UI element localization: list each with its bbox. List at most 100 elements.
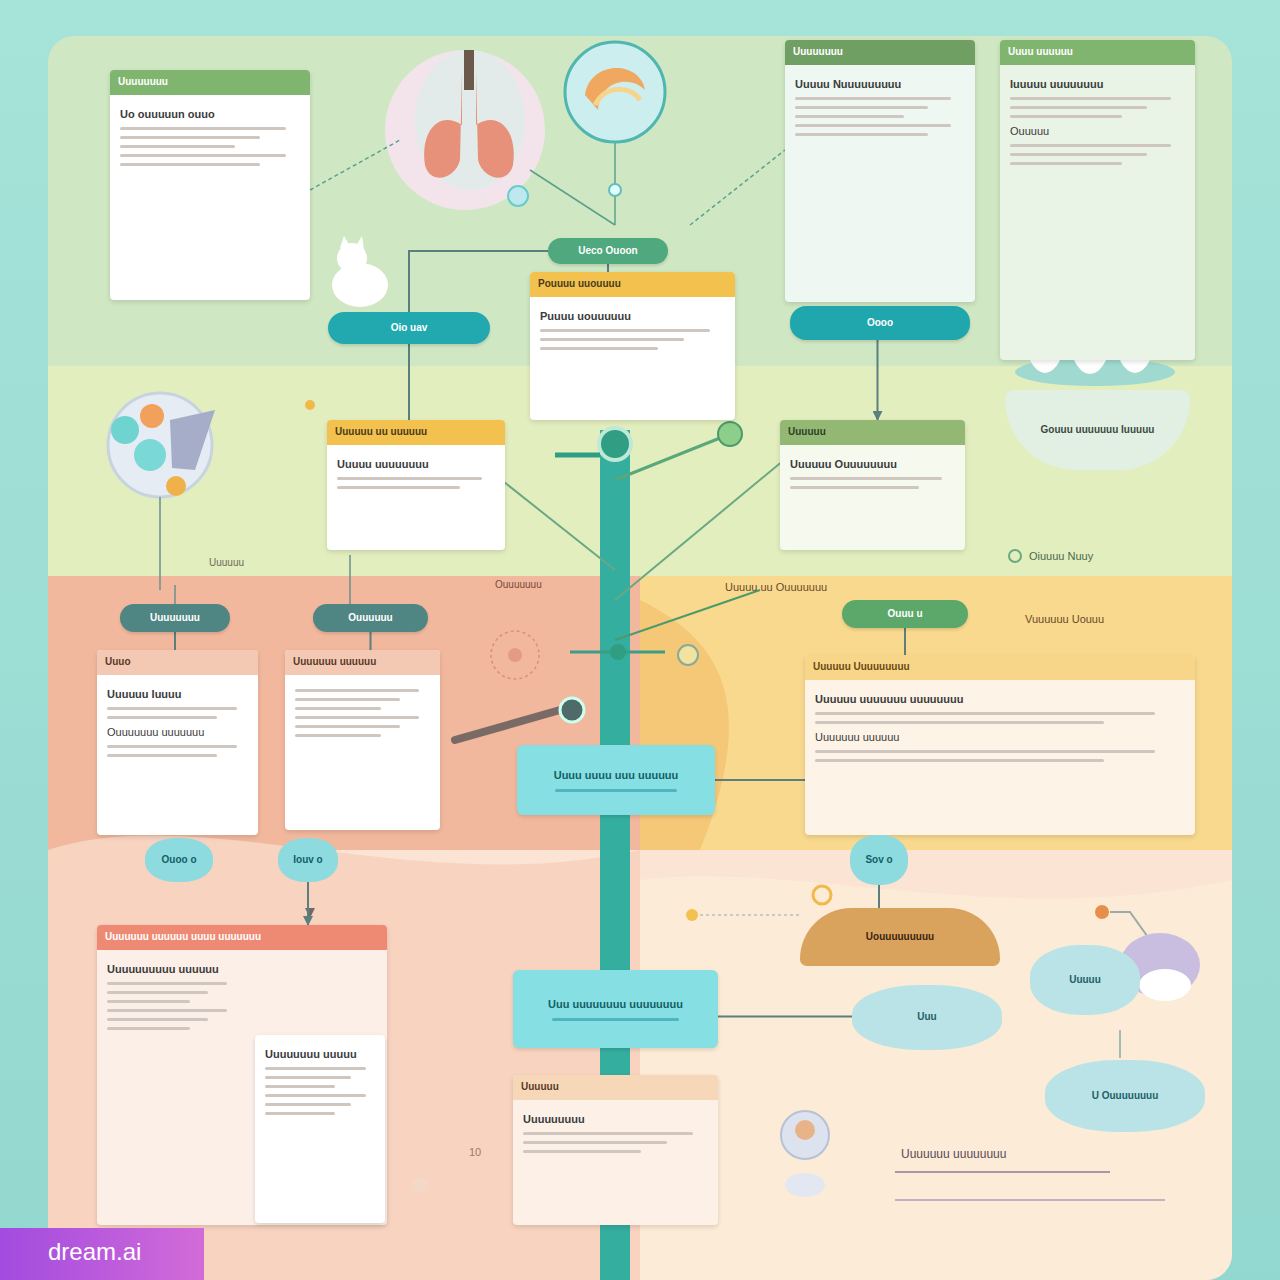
connector [408, 344, 410, 420]
text-line-deco [1010, 144, 1171, 147]
card-body: Iuuuuu uuuuuuuuOuuuuu [1000, 65, 1195, 180]
text-line-deco [337, 477, 482, 480]
text-line-deco [795, 115, 904, 118]
node-text: Uuuuu uuuuuuuu [337, 457, 495, 471]
node-text: Uuuuu [1069, 974, 1101, 987]
node-text: Ouuuuuu [348, 612, 392, 624]
text-line-deco [120, 145, 235, 148]
text-line-deco [295, 707, 381, 710]
hill-label: Uouuuuuuuuu [800, 908, 1000, 966]
info-card: Uuuuuuuu Uo ouuuuun ouuo [110, 70, 310, 300]
card-body [285, 675, 440, 751]
text-line-deco [1010, 106, 1147, 109]
connector [904, 628, 906, 655]
card-tab: Uuuuuuu uuuuuu [285, 650, 440, 675]
text-line-deco [120, 154, 286, 157]
pill-label: Oooo [790, 306, 970, 340]
text-line-deco [107, 1000, 190, 1003]
bubble-label: Iouv o [278, 838, 338, 882]
node-text: Uuuuuuuu [150, 612, 200, 624]
card-tab: Uuuuuu [780, 420, 965, 445]
info-card: Uuuuuuuu uuuuu [255, 1035, 385, 1223]
card-tab: Uuuuuu [513, 1075, 718, 1100]
text-line-deco [265, 1103, 351, 1106]
node-text: Uuuuuu Iuuuu [107, 687, 248, 701]
text-line-deco [107, 716, 217, 719]
text-line-deco [107, 1027, 190, 1030]
text-line-deco [555, 789, 677, 792]
card-body: Puuuu uouuuuuu [530, 297, 735, 364]
info-card: UuuuuuuuUuuuu Nuuuuuuuuu [785, 40, 975, 302]
connector [878, 885, 880, 908]
node-text: Uuuuuu [788, 426, 957, 439]
note-label: Uuuuuuu uuuuuuuu [898, 1146, 1009, 1162]
connector [370, 632, 372, 650]
connector [715, 779, 805, 781]
note-label: Ouuuuuuu [492, 578, 545, 591]
note-label: Oiuuuu Nuuy [1026, 549, 1096, 563]
text-line-deco [815, 712, 1155, 715]
text-line-deco [1010, 153, 1147, 156]
node-text: Uuuu uuuuuu [1008, 46, 1187, 59]
info-card: Uuuuuu UuuuuuuuuUuuuuu uuuuuuu uuuuuuuuU… [805, 655, 1195, 835]
text-line-deco [523, 1141, 667, 1144]
text-line-deco [523, 1150, 641, 1153]
info-card: UuuuuuUuuuuu Ouuuuuuuu [780, 420, 965, 550]
text-line-deco [540, 347, 658, 350]
card-body: Uuuuu Nuuuuuuuuu [785, 65, 975, 150]
text-line-deco [795, 106, 928, 109]
text-line-deco [552, 1018, 679, 1021]
node-text: Uuuuu Nuuuuuuuuu [795, 77, 965, 91]
node-text: Ouuuuu [1010, 124, 1185, 138]
connector [409, 251, 548, 312]
watermark: dream.ai [0, 1228, 204, 1280]
connector [718, 1016, 852, 1018]
text-line-deco [1010, 97, 1171, 100]
text-line-deco [265, 1067, 366, 1070]
bubble-label: Sov o [850, 835, 908, 885]
node-text: Uuuo [105, 656, 250, 669]
node-text: Sov o [865, 854, 892, 867]
connector [174, 632, 176, 650]
node-text: Uo ouuuuun ouuo [120, 107, 300, 121]
bubble-label: Ouoo o [145, 838, 213, 882]
card-tab: Uuuuuuu uuuuuu uuuu uuuuuuu [97, 925, 387, 950]
text-line-deco [295, 716, 419, 719]
text-line-deco [540, 338, 684, 341]
text-line-deco [815, 750, 1155, 753]
text-line-deco [265, 1112, 335, 1115]
node-text: Uuuuuu [521, 1081, 710, 1094]
text-line-deco [107, 707, 237, 710]
process-box: Uuuu uuuu uuu uuuuuu [517, 745, 715, 815]
text-line-deco [265, 1094, 366, 1097]
node-text: Ouuu u [888, 608, 923, 620]
connector [607, 264, 609, 272]
card-tab: Uuuuuuuu [110, 70, 310, 95]
pill-label: Uuuuuuuu [120, 604, 230, 632]
card-tab: Uuuuuu uu uuuuuu [327, 420, 505, 445]
card-tab: Uuuu uuuuuu [1000, 40, 1195, 65]
connector [877, 340, 879, 420]
text-line-deco [107, 982, 227, 985]
node-text: Uuu [917, 1011, 936, 1024]
pill-label: Oio uav [328, 312, 490, 344]
text-line-deco [815, 759, 1104, 762]
text-line-deco [790, 486, 919, 489]
text-line-deco [795, 124, 951, 127]
info-card: UuuoUuuuuu IuuuuOuuuuuuu uuuuuuu [97, 650, 258, 835]
text-line-deco [107, 991, 208, 994]
text-line-deco [295, 725, 400, 728]
pill-label: Ouuu u [842, 600, 968, 628]
info-card: Pouuuu uuouuuuPuuuu uouuuuuu [530, 272, 735, 420]
card-body: Uuuuuu Ouuuuuuuu [780, 445, 965, 503]
node-text: U Ouuuuuuuu [1092, 1090, 1159, 1103]
text-line-deco [295, 734, 381, 737]
node-text: Oio uav [391, 322, 428, 334]
pill-label: Ueco Ouoon [548, 238, 668, 264]
node-text: Pouuuu uuouuuu [538, 278, 727, 291]
info-card: Uuuuuu uu uuuuuuUuuuu uuuuuuuu [327, 420, 505, 550]
process-box: Uuu uuuuuuuu uuuuuuuu [513, 970, 718, 1048]
text-line-deco [795, 97, 951, 100]
text-line-deco [120, 127, 286, 130]
